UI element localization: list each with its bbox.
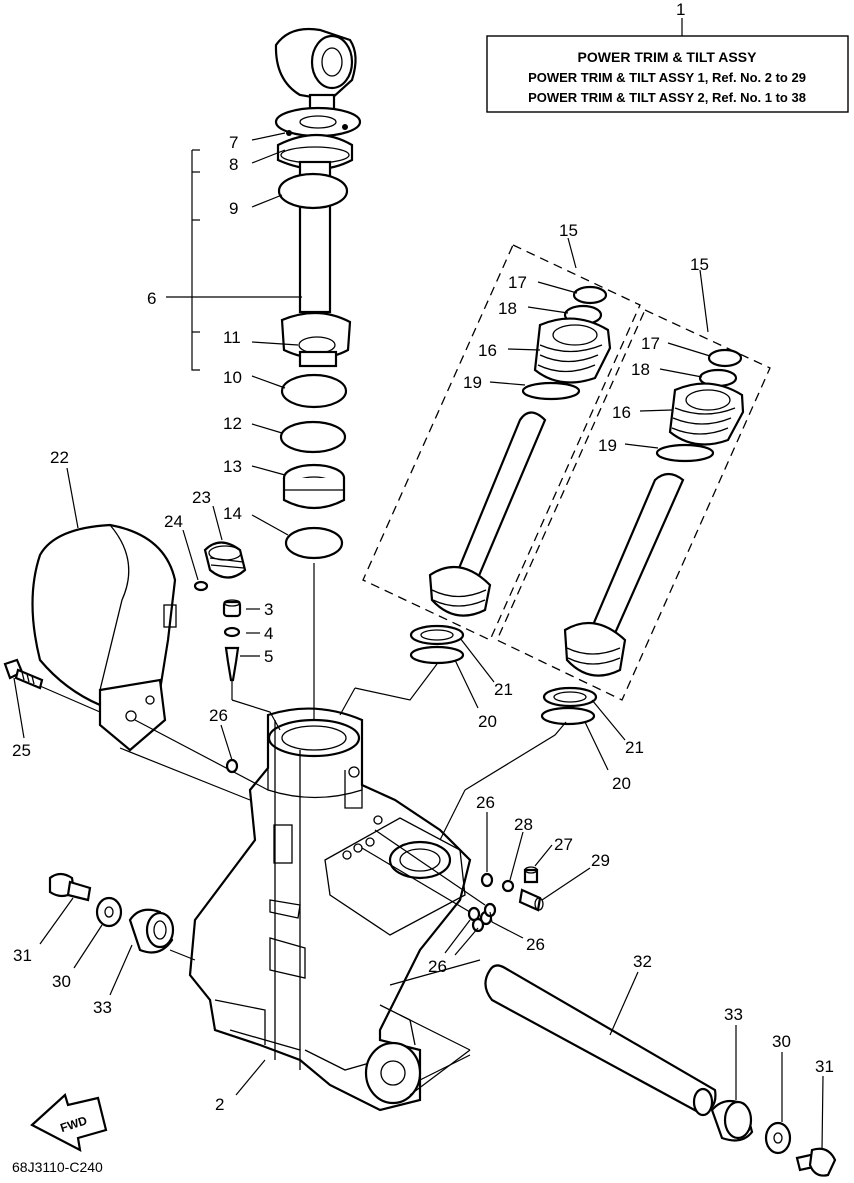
bolt-25 — [3, 658, 44, 690]
callout-8: 8 — [229, 155, 238, 174]
trim-cylinder-group-1 — [362, 244, 641, 665]
callout-20a: 20 — [478, 712, 497, 731]
assembly-title: POWER TRIM & TILT ASSY — [578, 49, 758, 65]
small-fittings — [225, 758, 544, 933]
assembly-guide-lines — [39, 563, 567, 1096]
callout-26d: 26 — [428, 957, 447, 976]
callout-4: 4 — [264, 624, 273, 643]
callout-29: 29 — [591, 851, 610, 870]
callout-6: 6 — [147, 289, 156, 308]
diagram-code: 68J3110-C240 — [12, 1159, 103, 1175]
callout-14: 14 — [223, 504, 242, 523]
callout-26c: 26 — [526, 935, 545, 954]
callout-20b: 20 — [612, 774, 631, 793]
callout-leaders — [13, 132, 824, 1151]
trim-cylinder-group-2 — [496, 309, 771, 726]
callout-21b: 21 — [625, 738, 644, 757]
callout-15b: 15 — [690, 255, 709, 274]
callout-33b: 33 — [724, 1005, 743, 1024]
callout-26a: 26 — [209, 706, 228, 725]
callout-17b: 17 — [641, 334, 660, 353]
fwd-arrow: FWD — [30, 1093, 108, 1152]
callout-21a: 21 — [494, 680, 513, 699]
callout-22: 22 — [50, 448, 69, 467]
callout-31a: 31 — [13, 946, 32, 965]
callout-17a: 17 — [508, 273, 527, 292]
assembly-line-2: POWER TRIM & TILT ASSY 2, Ref. No. 1 to … — [528, 90, 806, 105]
callout-16a: 16 — [478, 341, 497, 360]
callout-1: 1 — [676, 0, 685, 19]
callout-9: 9 — [229, 199, 238, 218]
callout-31b: 31 — [815, 1057, 834, 1076]
callout-12: 12 — [223, 414, 242, 433]
callout-30b: 30 — [772, 1032, 791, 1051]
bushing-and-clip — [193, 541, 247, 592]
callout-11: 11 — [223, 328, 241, 347]
right-pivot-hardware — [710, 1099, 837, 1177]
callout-30a: 30 — [52, 972, 71, 991]
rod-seals — [277, 172, 349, 560]
callout-25: 25 — [12, 741, 31, 760]
callout-24: 24 — [164, 512, 183, 531]
housing-cover — [31, 523, 177, 752]
callout-numbers: 7 8 9 6 11 10 12 13 14 22 23 24 3 4 5 26… — [12, 133, 834, 1114]
callout-16b: 16 — [612, 403, 631, 422]
callout-13: 13 — [223, 457, 242, 476]
callout-15a: 15 — [559, 221, 578, 240]
callout-18a: 18 — [498, 299, 517, 318]
callout-23: 23 — [192, 488, 211, 507]
callout-28: 28 — [514, 815, 533, 834]
callout-26b: 26 — [476, 793, 495, 812]
callout-33a: 33 — [93, 998, 112, 1017]
tilt-pin-shaft — [484, 964, 717, 1117]
callout-19a: 19 — [463, 373, 482, 392]
left-pivot-hardware — [48, 872, 175, 954]
callout-3: 3 — [264, 600, 273, 619]
callout-18b: 18 — [631, 360, 650, 379]
callout-10: 10 — [223, 368, 242, 387]
callout-7: 7 — [229, 133, 238, 152]
callout-27: 27 — [554, 835, 573, 854]
callout-32: 32 — [633, 952, 652, 971]
assembly-title-box: 1 POWER TRIM & TILT ASSY POWER TRIM & TI… — [486, 0, 849, 113]
assembly-line-1: POWER TRIM & TILT ASSY 1, Ref. No. 2 to … — [528, 70, 806, 85]
callout-5: 5 — [264, 647, 273, 666]
rod-kit-bracket — [191, 149, 200, 371]
manual-valve-parts — [222, 599, 281, 731]
callout-19b: 19 — [598, 436, 617, 455]
callout-2: 2 — [215, 1095, 224, 1114]
